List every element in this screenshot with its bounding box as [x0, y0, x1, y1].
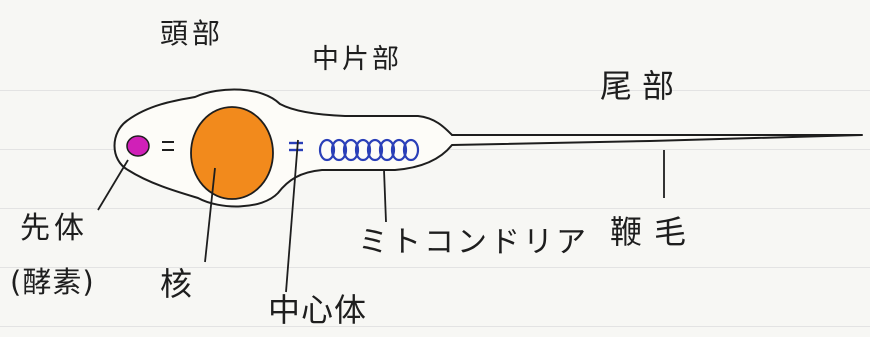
label-head: 頭部	[160, 17, 225, 50]
nucleus-shape	[190, 106, 274, 200]
nucleus-leader	[204, 167, 216, 263]
mitochondria-coil	[318, 138, 420, 162]
label-acrosome: 先体	[20, 211, 88, 246]
acrosome-shape	[126, 135, 150, 157]
label-centriole: 中心体	[268, 291, 368, 329]
mitochondria-leader	[383, 169, 387, 223]
label-midpiece: 中片部	[312, 44, 402, 75]
label-flagellum: 鞭毛	[610, 213, 699, 251]
label-enzyme: (酵素)	[10, 265, 95, 299]
sperm-outline	[113, 88, 863, 208]
label-mitochondria: ミトコンドリア	[358, 225, 589, 260]
acrosome-leader	[97, 159, 129, 211]
label-tail: 尾部	[600, 67, 685, 105]
label-nucleus: 核	[160, 265, 199, 303]
centriole-leader	[285, 139, 299, 293]
